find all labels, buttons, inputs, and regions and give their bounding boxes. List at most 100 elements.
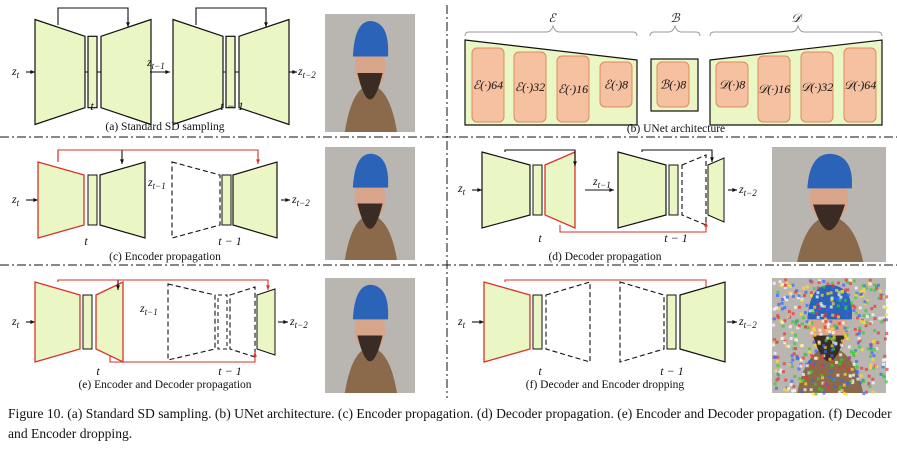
noise-pixel <box>878 317 881 320</box>
figure-caption: Figure 10. (a) Standard SD sampling. (b)… <box>8 404 893 444</box>
noise-pixel <box>821 357 824 360</box>
noise-pixel <box>879 290 882 293</box>
noise-pixel <box>804 382 807 385</box>
encoder-block <box>35 20 85 125</box>
noise-pixel <box>869 322 872 325</box>
propagated-feature <box>110 355 255 362</box>
noise-pixel <box>813 306 816 309</box>
noise-pixel <box>810 281 813 284</box>
z-t-2-label: zt−2 <box>291 192 310 208</box>
noise-pixel <box>789 325 792 328</box>
noise-pixel <box>775 306 778 309</box>
noise-pixel <box>849 282 852 285</box>
noise-pixel <box>855 286 858 289</box>
noise-pixel <box>862 392 865 395</box>
z-t-2-label: zt−2 <box>738 314 757 330</box>
noise-pixel <box>792 312 795 315</box>
noise-pixel <box>804 353 807 356</box>
noise-pixel <box>839 386 842 389</box>
z-t-label: zt <box>11 192 20 208</box>
noise-pixel <box>842 284 845 287</box>
noise-pixel <box>824 326 827 329</box>
unet-block-label: 𝒟(·)8 <box>719 78 746 92</box>
noise-pixel <box>847 368 850 371</box>
noise-pixel <box>832 331 835 334</box>
z-t-2-label: zt−2 <box>297 64 316 80</box>
bottleneck-block <box>226 36 235 107</box>
noise-pixel <box>800 364 803 367</box>
noise-pixel <box>873 305 876 308</box>
noise-pixel <box>886 301 889 304</box>
noise-pixel <box>808 322 811 325</box>
dropped-decoder <box>546 282 590 362</box>
noise-pixel <box>873 283 876 286</box>
noise-pixel <box>815 392 818 395</box>
noise-pixel <box>794 338 797 341</box>
noise-pixel <box>831 328 834 331</box>
noise-pixel <box>833 385 836 388</box>
z-t-label: zt <box>11 314 20 330</box>
noise-pixel <box>809 360 812 363</box>
reused-decoder <box>708 158 724 222</box>
noise-pixel <box>856 366 859 369</box>
output-arrow-head <box>283 320 288 324</box>
noise-pixel <box>846 382 849 385</box>
noise-pixel <box>822 392 825 395</box>
noise-pixel <box>784 379 787 382</box>
noise-pixel <box>841 339 844 342</box>
unet-block-label: 𝒟(·)32 <box>801 80 834 94</box>
noise-pixel <box>775 379 778 382</box>
noise-pixel <box>859 381 862 384</box>
noise-pixel <box>776 360 779 363</box>
noise-pixel <box>818 307 821 310</box>
noise-pixel <box>842 365 845 368</box>
noise-pixel <box>852 304 855 307</box>
noise-pixel <box>813 287 816 290</box>
encoder-group-label: ℰ <box>548 11 557 25</box>
noise-pixel <box>841 290 844 293</box>
unet-block-label: ℬ(·)8 <box>660 78 686 92</box>
noise-pixel <box>860 367 863 370</box>
brace-bottleneck <box>650 26 700 36</box>
noise-pixel <box>864 309 867 312</box>
noise-pixel <box>832 378 835 381</box>
noise-pixel <box>785 345 788 348</box>
bottleneck-block <box>88 36 97 107</box>
noise-pixel <box>828 337 831 340</box>
noise-pixel <box>849 374 852 377</box>
noise-pixel <box>826 283 829 286</box>
output-arrow-head <box>292 70 297 74</box>
noise-pixel <box>815 312 818 315</box>
noise-pixel <box>884 337 887 340</box>
noise-pixel <box>845 314 848 317</box>
noise-pixel <box>858 337 861 340</box>
noise-pixel <box>870 351 873 354</box>
noise-pixel <box>839 296 842 299</box>
noise-pixel <box>838 322 841 325</box>
noise-pixel <box>842 303 845 306</box>
t-1-label: t − 1 <box>660 364 683 378</box>
noise-pixel <box>865 368 868 371</box>
noise-pixel <box>823 383 826 386</box>
noise-pixel <box>794 334 797 337</box>
noise-pixel <box>885 332 888 335</box>
noise-pixel <box>815 350 818 353</box>
noise-pixel <box>781 302 784 305</box>
noise-pixel <box>835 327 838 330</box>
noise-pixel <box>861 348 864 351</box>
noise-pixel <box>874 317 877 320</box>
noise-pixel <box>793 389 796 392</box>
reused-decoder <box>257 289 275 355</box>
unet-block-label: ℰ(·)32 <box>515 80 545 94</box>
noise-pixel <box>774 369 777 372</box>
noise-pixel <box>869 343 872 346</box>
noise-pixel <box>793 352 796 355</box>
caption-c: (c) Encoder propagation <box>109 251 221 263</box>
noise-pixel <box>774 352 777 355</box>
noise-pixel <box>882 363 885 366</box>
noise-pixel <box>885 380 888 383</box>
output-arrow-head <box>732 320 737 324</box>
sample-image-d <box>772 147 886 262</box>
noise-pixel <box>877 284 880 287</box>
caption-d: (d) Decoder propagation <box>548 251 661 263</box>
